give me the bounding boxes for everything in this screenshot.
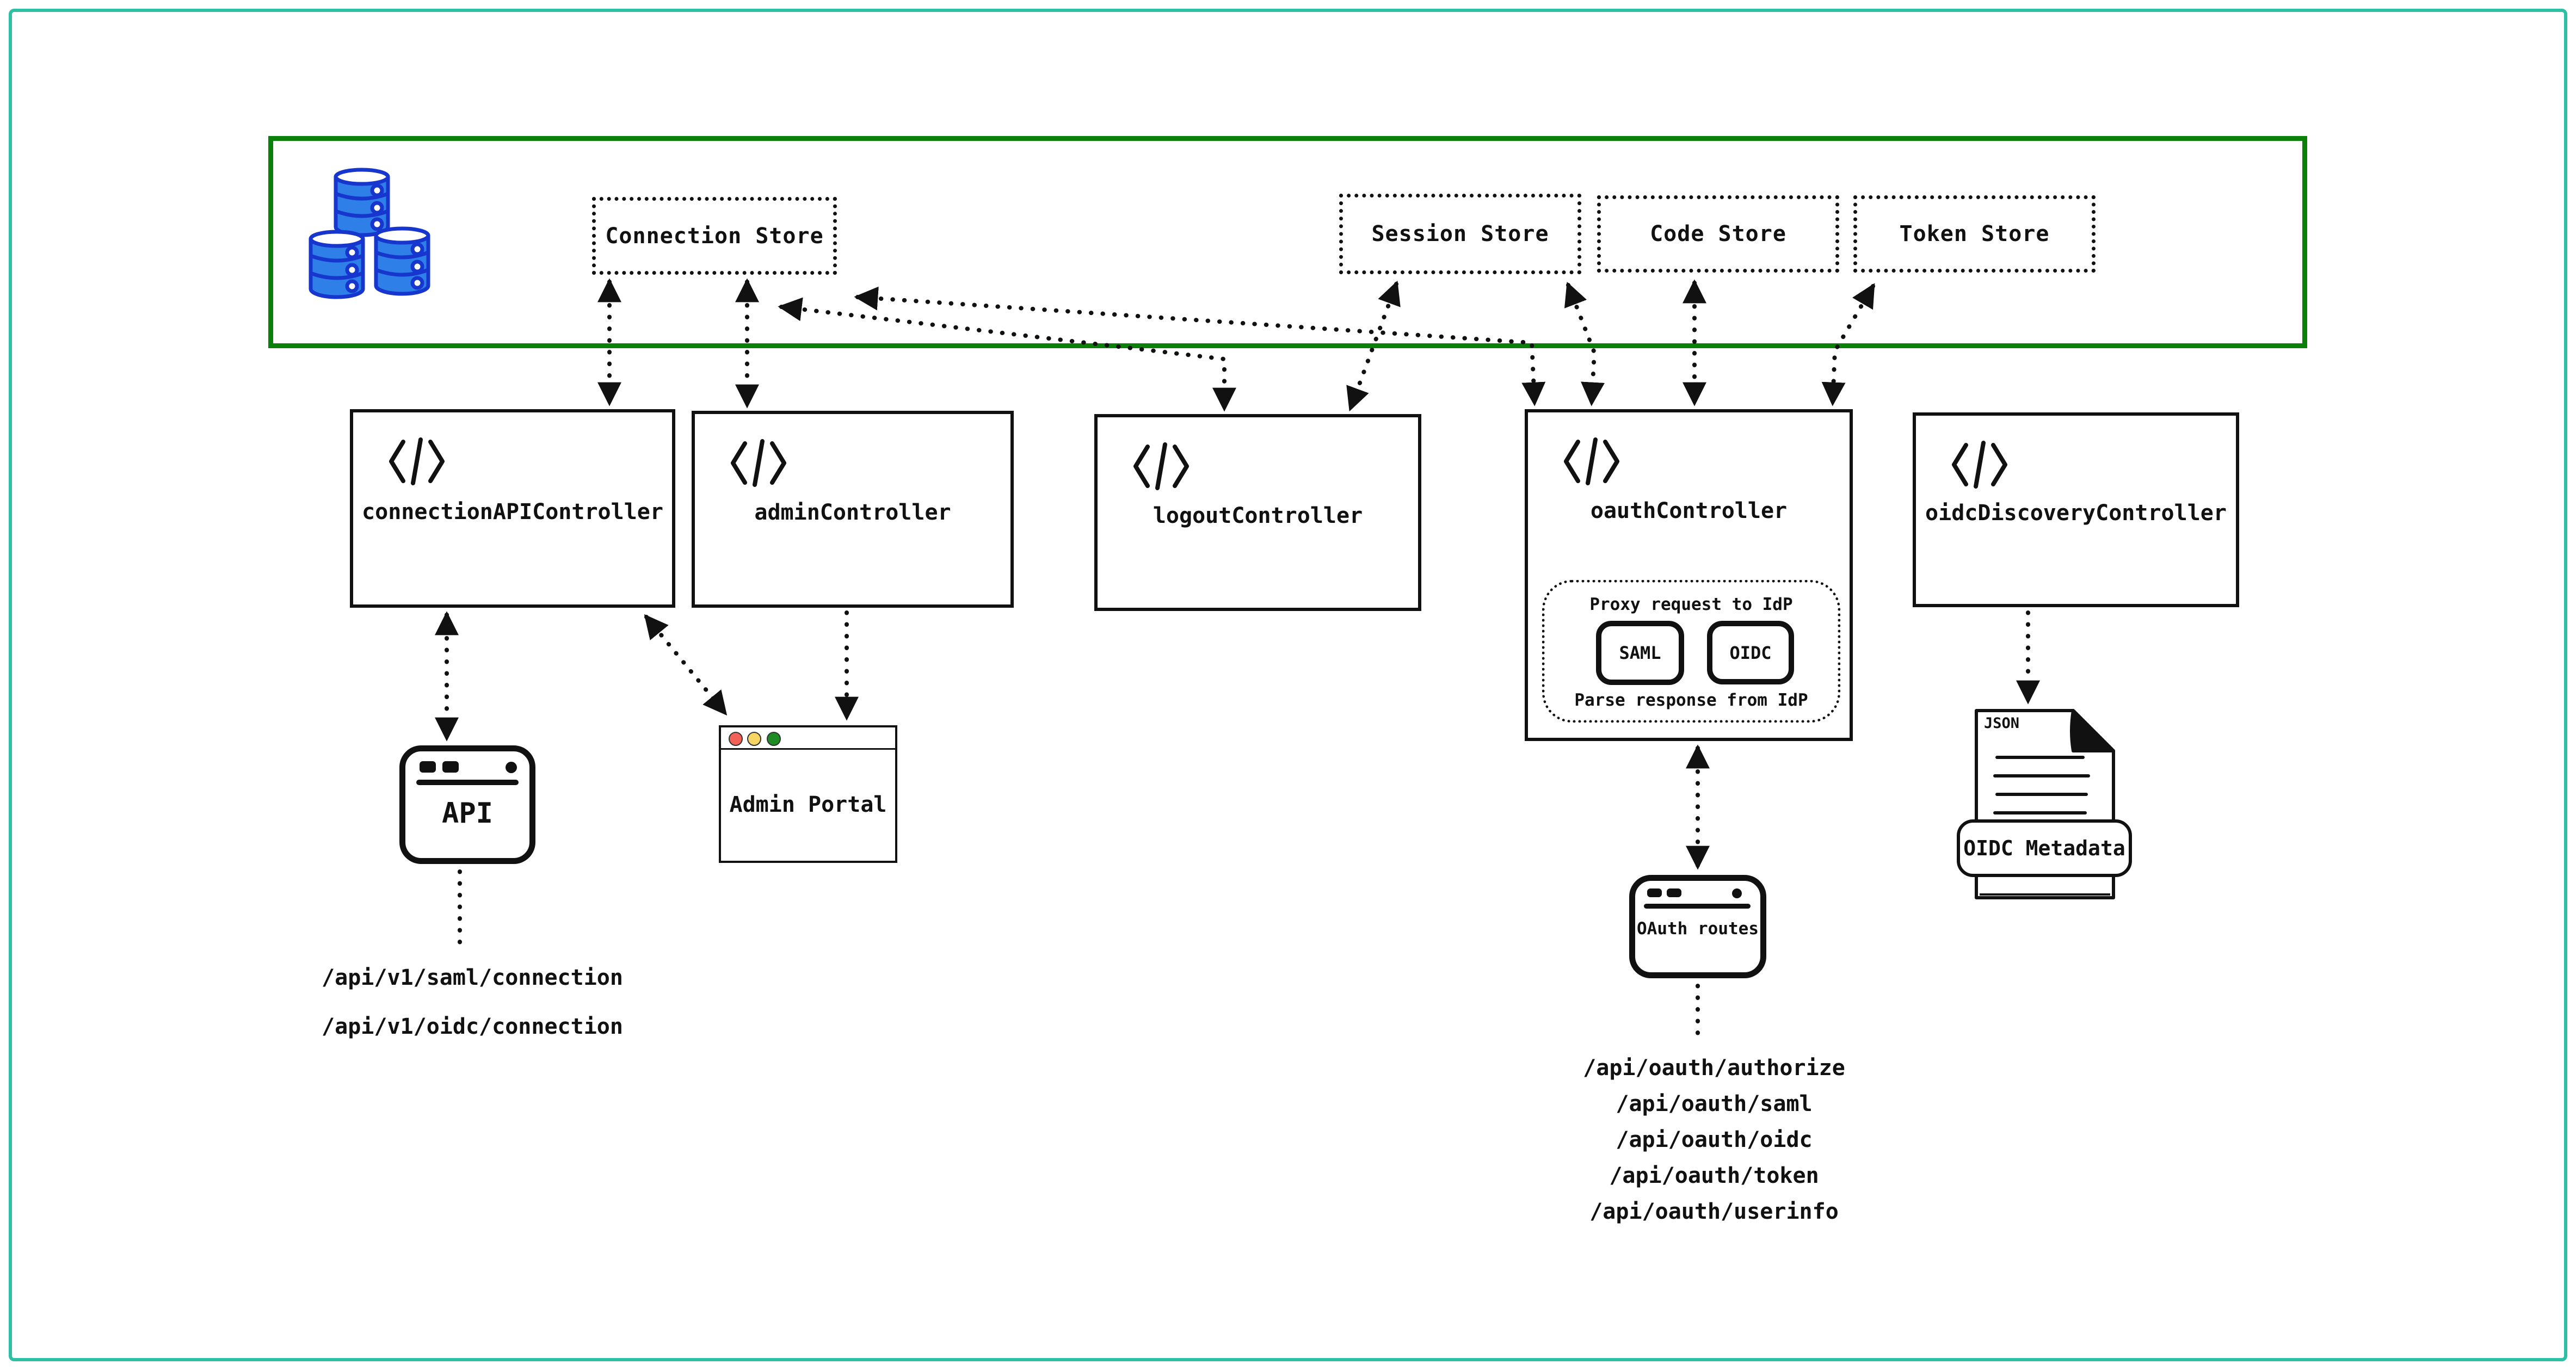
oidc-discovery-controller-label: oidcDiscoveryController bbox=[1925, 501, 2227, 526]
session-store-label: Session Store bbox=[1371, 221, 1549, 246]
window-titlebar-line bbox=[1644, 904, 1751, 909]
admin-portal-window: Admin Portal bbox=[719, 725, 897, 863]
route-line: /api/v1/saml/connection bbox=[322, 965, 623, 990]
connection-store-box: Connection Store bbox=[592, 197, 837, 275]
code-icon bbox=[1133, 442, 1189, 490]
json-file-tag: JSON bbox=[1984, 715, 2020, 732]
admin-controller-box: adminController bbox=[692, 411, 1014, 608]
api-window-label: API bbox=[442, 797, 493, 830]
route-line: /api/oauth/userinfo bbox=[1589, 1199, 1839, 1224]
api-window: API bbox=[399, 745, 535, 864]
window-button-icon bbox=[1667, 888, 1681, 897]
oidc-metadata-banner: OIDC Metadata bbox=[1957, 819, 2132, 877]
browser-titlebar bbox=[721, 727, 895, 750]
route-line: /api/oauth/oidc bbox=[1616, 1127, 1813, 1152]
logout-controller-label: logoutController bbox=[1153, 503, 1363, 528]
oidc-protocol-box: OIDC bbox=[1707, 621, 1794, 684]
maximize-traffic-light-icon bbox=[767, 732, 781, 746]
outer-frame bbox=[9, 9, 2567, 1361]
idp-proxy-panel: Proxy request to IdP SAML OIDC Parse res… bbox=[1542, 580, 1840, 723]
idp-proxy-title: Proxy request to IdP bbox=[1589, 595, 1793, 614]
window-button-icon bbox=[420, 761, 436, 773]
code-store-box: Code Store bbox=[1597, 195, 1839, 273]
admin-portal-label: Admin Portal bbox=[729, 792, 887, 817]
oauth-routes-window-label: OAuth routes bbox=[1637, 919, 1759, 939]
database-icon bbox=[309, 168, 430, 299]
admin-controller-label: adminController bbox=[754, 500, 951, 525]
oauth-controller-label: oauthController bbox=[1590, 498, 1788, 523]
route-line: /api/oauth/saml bbox=[1616, 1091, 1813, 1116]
code-store-label: Code Store bbox=[1650, 221, 1786, 246]
window-button-icon bbox=[1647, 888, 1662, 897]
oauth-routes-window: OAuth routes bbox=[1629, 875, 1766, 978]
logout-controller-box: logoutController bbox=[1094, 414, 1421, 611]
code-icon bbox=[1952, 441, 2007, 489]
token-store-box: Token Store bbox=[1853, 195, 2096, 273]
minimize-traffic-light-icon bbox=[747, 732, 761, 746]
route-line: /api/oauth/token bbox=[1609, 1163, 1819, 1188]
saml-protocol-box: SAML bbox=[1596, 621, 1684, 685]
oidc-discovery-controller-box: oidcDiscoveryController bbox=[1913, 412, 2239, 607]
window-dot-icon bbox=[1732, 888, 1742, 898]
window-button-icon bbox=[442, 761, 459, 773]
connection-api-controller-box: connectionAPIController bbox=[350, 409, 675, 608]
json-file-icon: JSON OIDC Metadata bbox=[1957, 707, 2145, 906]
code-icon bbox=[389, 437, 445, 485]
oauth-controller-box: oauthController Proxy request to IdP SAM… bbox=[1525, 409, 1853, 741]
window-dot-icon bbox=[506, 762, 517, 773]
token-store-label: Token Store bbox=[1899, 221, 2050, 246]
code-icon bbox=[731, 439, 786, 487]
close-traffic-light-icon bbox=[729, 732, 743, 746]
saml-label: SAML bbox=[1619, 643, 1661, 663]
oidc-metadata-label: OIDC Metadata bbox=[1963, 836, 2125, 860]
route-line: /api/v1/oidc/connection bbox=[322, 1014, 623, 1039]
session-store-box: Session Store bbox=[1339, 194, 1581, 274]
idp-parse-footer: Parse response from IdP bbox=[1574, 690, 1808, 710]
connection-api-routes: /api/v1/saml/connection /api/v1/oidc/con… bbox=[304, 953, 641, 1051]
oidc-label: OIDC bbox=[1729, 642, 1772, 663]
route-line: /api/oauth/authorize bbox=[1583, 1056, 1845, 1081]
window-titlebar-line bbox=[416, 780, 519, 785]
code-icon bbox=[1564, 437, 1619, 485]
connection-api-controller-label: connectionAPIController bbox=[362, 499, 663, 524]
connection-store-label: Connection Store bbox=[605, 223, 824, 249]
oauth-routes-list: /api/oauth/authorize /api/oauth/saml /ap… bbox=[1562, 1050, 1866, 1230]
